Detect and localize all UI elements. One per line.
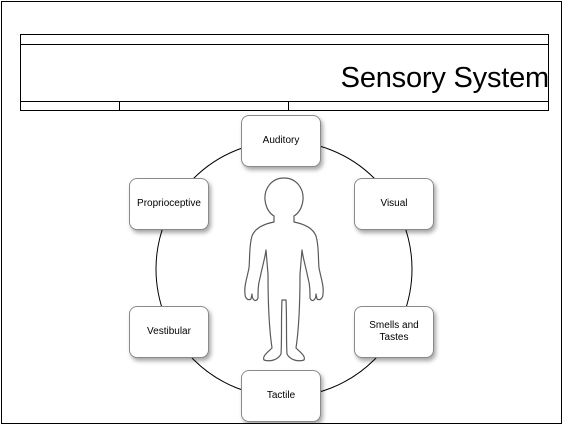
node-label: Vestibular	[147, 326, 191, 337]
header-rule-2	[20, 44, 549, 45]
node-label: Tactile	[266, 390, 296, 401]
header-rule-3	[20, 101, 549, 102]
node-auditory: Auditory	[241, 115, 321, 167]
node-label: Smells and Tastes	[369, 320, 419, 343]
slide-title: Sensory System	[340, 62, 550, 94]
node-smells-and-tastes: Smells and Tastes	[354, 306, 434, 358]
node-label: Proprioceptive	[137, 198, 201, 209]
node-proprioceptive: Proprioceptive	[129, 178, 209, 230]
node-label: Auditory	[262, 135, 300, 146]
header-rule-left	[20, 34, 21, 111]
header-cell-divider-2	[288, 101, 289, 111]
cycle-diagram	[155, 140, 413, 398]
header-rule-right	[548, 34, 549, 111]
node-label: Visual	[380, 198, 408, 209]
human-body-icon	[244, 177, 324, 362]
node-visual: Visual	[354, 178, 434, 230]
node-vestibular: Vestibular	[129, 306, 209, 358]
header-rule-top	[20, 34, 549, 35]
node-tactile: Tactile	[241, 370, 321, 422]
header-cell-divider-1	[119, 101, 120, 111]
human-body-outline	[244, 177, 324, 362]
header-rule-bottom	[20, 110, 549, 111]
